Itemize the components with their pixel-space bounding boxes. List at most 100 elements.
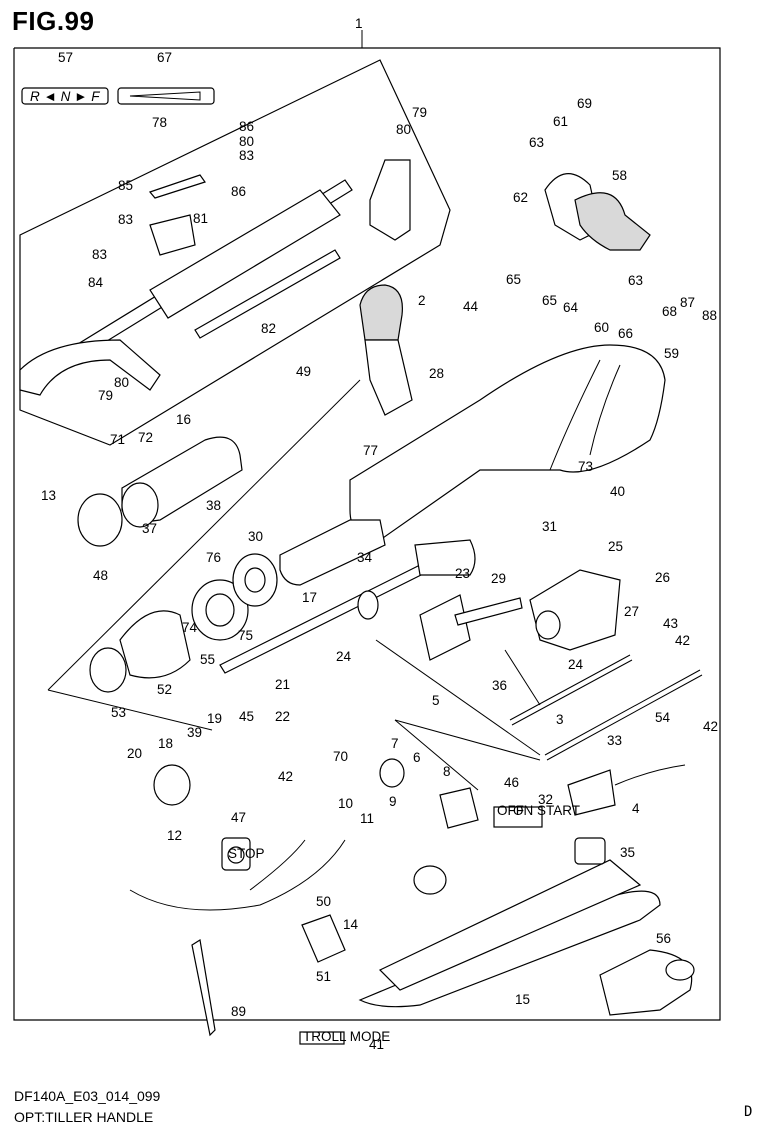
callout-9: 9	[389, 794, 397, 809]
cable-3	[509, 654, 631, 721]
wire-harness	[567, 764, 686, 816]
callout-24: 24	[568, 657, 584, 672]
explode-line	[394, 719, 479, 791]
callout-61: 61	[553, 114, 568, 129]
callout-43: 43	[663, 616, 678, 631]
callout-24: 24	[336, 649, 352, 664]
explode-line	[375, 639, 541, 756]
callout-42: 42	[703, 719, 718, 734]
callout-80: 80	[114, 375, 129, 390]
callout-21: 21	[275, 677, 290, 692]
callout-30: 30	[248, 529, 263, 544]
troll-mode-text: TROLL MODE	[303, 1029, 390, 1044]
callout-52: 52	[157, 682, 172, 697]
callout-70: 70	[333, 749, 348, 764]
callout-81: 81	[193, 211, 208, 226]
shift-lever-bracket	[544, 173, 651, 251]
callout-71: 71	[110, 432, 125, 447]
assembly-frame	[13, 47, 721, 1021]
callout-54: 54	[655, 710, 671, 725]
shift-decal-text: R ◄ N ► F	[30, 89, 100, 104]
throttle-shaft	[219, 539, 476, 674]
control-lever-assembly	[19, 159, 411, 396]
callout-15: 15	[515, 992, 530, 1007]
callout-45: 45	[239, 709, 254, 724]
callout-46: 46	[504, 775, 519, 790]
stop-switch-plate: STOP	[221, 837, 265, 871]
callout-63: 63	[529, 135, 544, 150]
callout-59: 59	[664, 346, 679, 361]
explode-line	[504, 649, 541, 706]
callout-4: 4	[632, 801, 640, 816]
callout-40: 40	[610, 484, 625, 499]
callout-60: 60	[594, 320, 609, 335]
callout-20: 20	[127, 746, 142, 761]
callout-28: 28	[429, 366, 444, 381]
callout-86: 86	[231, 184, 246, 199]
callout-32: 32	[538, 792, 553, 807]
callout-78: 78	[152, 115, 167, 130]
callout-69: 69	[577, 96, 592, 111]
callout-27: 27	[624, 604, 639, 619]
callout-44: 44	[463, 299, 479, 314]
callout-86: 86	[239, 119, 254, 134]
callout-51: 51	[316, 969, 331, 984]
callout-38: 38	[206, 498, 221, 513]
lever-group-frame	[19, 59, 451, 446]
callout-80: 80	[396, 122, 411, 137]
callout-6: 6	[413, 750, 421, 765]
callout-75: 75	[238, 628, 253, 643]
callout-48: 48	[93, 568, 108, 583]
callout-74: 74	[182, 620, 198, 635]
callout-36: 36	[492, 678, 507, 693]
callout-65: 65	[542, 293, 557, 308]
callout-87: 87	[680, 295, 695, 310]
callout-50: 50	[316, 894, 331, 909]
callout-14: 14	[343, 917, 359, 932]
stop-cord	[129, 839, 346, 911]
callout-47: 47	[231, 810, 246, 825]
callout-11: 11	[360, 811, 374, 826]
callout-25: 25	[608, 539, 623, 554]
callout-1: 1	[355, 16, 363, 31]
page-letter: D	[744, 1104, 753, 1120]
callout-35: 35	[620, 845, 635, 860]
callout-23: 23	[455, 566, 470, 581]
callout-77: 77	[363, 443, 378, 458]
callout-79: 79	[98, 388, 113, 403]
callout-58: 58	[612, 168, 627, 183]
callout-29: 29	[491, 571, 506, 586]
callout-73: 73	[578, 459, 593, 474]
callout-49: 49	[296, 364, 311, 379]
throttle-grip	[359, 284, 413, 416]
callout-79: 79	[412, 105, 427, 120]
callout-22: 22	[275, 709, 290, 724]
callout-85: 85	[118, 178, 133, 193]
callout-72: 72	[138, 430, 153, 445]
stop-switch-text: STOP	[228, 846, 265, 861]
indicator-decal	[117, 87, 215, 105]
callout-66: 66	[618, 326, 633, 341]
callout-16: 16	[176, 412, 191, 427]
callout-7: 7	[391, 736, 399, 751]
callout-2: 2	[418, 293, 426, 308]
footer-code: DF140A_E03_014_099	[14, 1088, 161, 1104]
callout-3: 3	[556, 712, 564, 727]
callout-26: 26	[655, 570, 670, 585]
callout-39: 39	[187, 725, 202, 740]
throttle-switch	[419, 594, 523, 661]
figure-title: FIG.99	[12, 6, 95, 36]
friction-discs	[191, 553, 278, 641]
part-35	[574, 837, 606, 865]
callout-76: 76	[206, 550, 221, 565]
switch-housing	[529, 569, 621, 651]
callout-34: 34	[357, 550, 373, 565]
callout-41: 41	[369, 1037, 384, 1052]
switch-plate-off-text: OFF	[497, 803, 524, 818]
explode-line	[394, 719, 541, 761]
part-12	[153, 764, 191, 806]
explode-line	[47, 689, 213, 731]
callout-80: 80	[239, 134, 254, 149]
callout-89: 89	[231, 1004, 246, 1019]
